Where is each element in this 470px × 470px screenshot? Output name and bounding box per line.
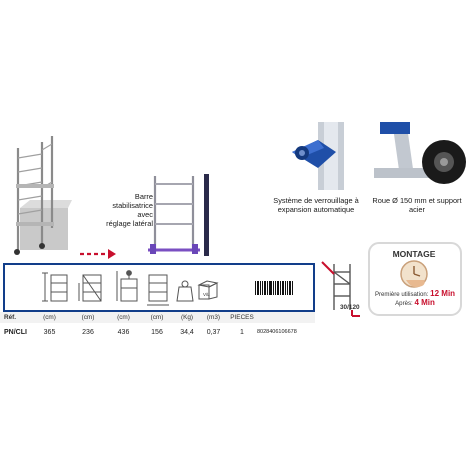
montage-after: Après: 4 Min [395,298,435,307]
barcode-icon [255,281,293,295]
montage-first-use: Première utilisation: 12 Min [374,289,456,298]
box-label: V/L [203,292,210,297]
montage-badge [368,242,462,316]
working-height-icon [116,270,138,302]
width-dim-icon [147,274,169,306]
slope-label: 30/120 [340,304,360,311]
scaffold-photo [0,128,80,258]
slope-diagram: 30/120 [321,261,360,317]
height-dim-icon [42,272,68,302]
hand-icon [406,280,425,288]
weight-icon [176,280,194,302]
wheel-caption: Roue Ø 150 mm et support acier [372,196,462,214]
spec-data-row: PN/CLI 365 236 436 156 34,4 0,37 1 80284… [4,328,297,336]
montage-title: MONTAGE [392,249,436,259]
spec-header-row: Réf. (cm) (cm) (cm) (cm) (Kg) (m3) PIECE… [0,312,315,323]
spec-icons: V/L [42,270,293,306]
lock-caption: Système de verrouillage à expansion auto… [273,196,359,214]
barre-caption: Barre stabilisatrice avec réglage latéra… [106,192,153,228]
volume-box-icon [197,280,219,300]
height-platform-icon [78,274,102,302]
wheel-photo [368,122,468,192]
lock-photo [278,122,368,190]
stabilizer-diagram [80,174,209,259]
